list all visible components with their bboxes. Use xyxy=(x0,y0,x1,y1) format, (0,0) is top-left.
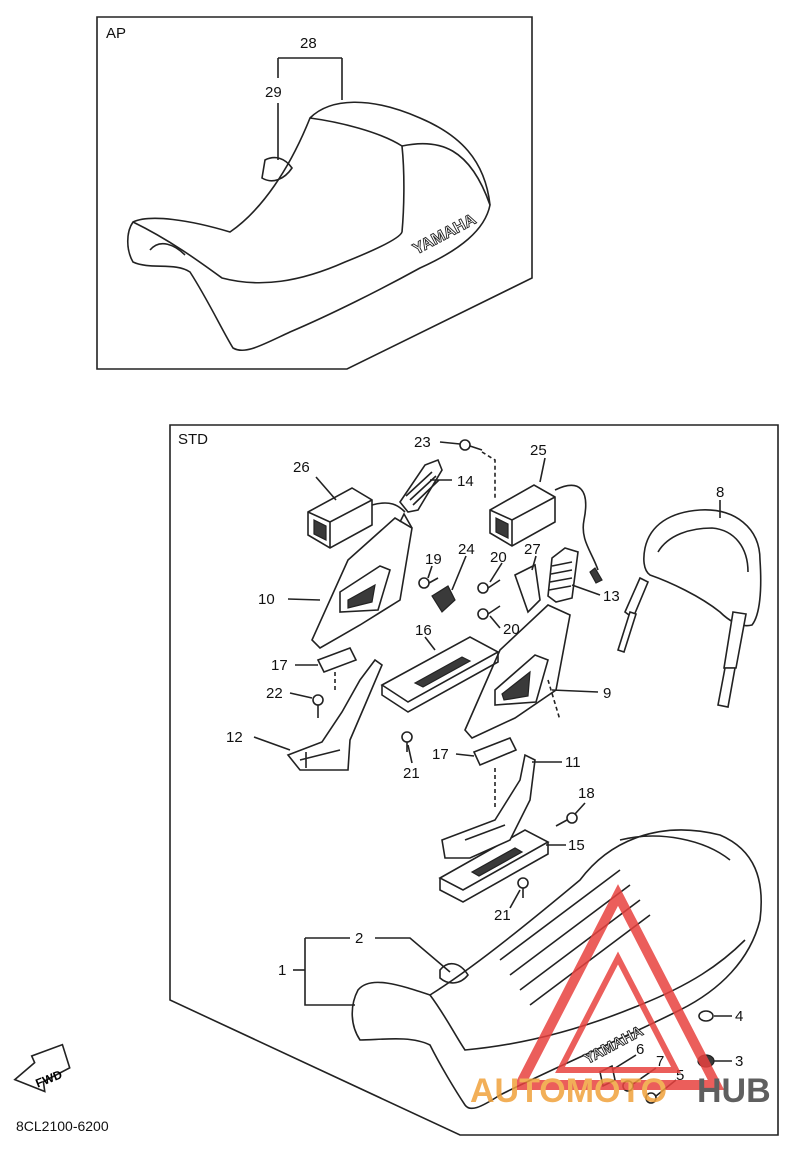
callout-10: 10 xyxy=(258,591,275,608)
leader-lines xyxy=(253,441,732,1097)
callout-28: 28 xyxy=(300,35,317,52)
watermark-text-hub: HUB xyxy=(697,1072,771,1110)
backrest-part-8 xyxy=(617,509,762,708)
callout-19: 19 xyxy=(425,551,442,568)
part-4 xyxy=(698,1010,714,1022)
part-5 xyxy=(645,1092,657,1104)
ap-seat: YAMAHA xyxy=(126,101,491,352)
callout-29: 29 xyxy=(265,84,282,101)
callout-21b: 21 xyxy=(494,907,511,924)
callout-23: 23 xyxy=(414,434,431,451)
std-panel-tag: STD xyxy=(178,431,208,448)
bracket-plate-10 xyxy=(311,512,413,649)
callout-25: 25 xyxy=(530,442,547,459)
callout-27: 27 xyxy=(524,541,541,558)
callout-8: 8 xyxy=(716,484,724,501)
callout-18: 18 xyxy=(578,785,595,802)
bolts xyxy=(312,439,578,898)
bracket-part-27 xyxy=(514,563,541,614)
callout-7: 7 xyxy=(656,1053,664,1070)
callout-24: 24 xyxy=(458,541,475,558)
callout-6: 6 xyxy=(636,1041,644,1058)
ap-panel-tag: AP xyxy=(106,25,126,42)
clamp-part-24 xyxy=(431,585,456,613)
bracket-part-12 xyxy=(286,658,383,771)
strap-part-14 xyxy=(399,458,443,513)
callout-17b: 17 xyxy=(432,746,449,763)
callout-9: 9 xyxy=(603,685,611,702)
callout-4: 4 xyxy=(735,1008,743,1025)
callout-2: 2 xyxy=(355,930,363,947)
watermark-text-main: AUTOMOTO xyxy=(470,1072,667,1110)
callout-3: 3 xyxy=(735,1053,743,1070)
box-part-25 xyxy=(489,484,603,584)
assembly-lines xyxy=(334,451,561,810)
callout-14: 14 xyxy=(457,473,474,490)
diagram-code: 8CL2100-6200 xyxy=(16,1118,109,1134)
callout-20b: 20 xyxy=(503,621,520,638)
callout-26: 26 xyxy=(293,459,310,476)
std-seat: YAMAHA xyxy=(351,829,762,1110)
pad-part-17b xyxy=(472,736,518,767)
callout-21a: 21 xyxy=(403,765,420,782)
ap-panel: AP YAMAHA 28 29 xyxy=(96,16,533,370)
callout-17a: 17 xyxy=(271,657,288,674)
fwd-arrow: FWD xyxy=(13,1043,71,1093)
box-part-26 xyxy=(307,487,406,549)
callout-13: 13 xyxy=(603,588,620,605)
callout-11: 11 xyxy=(565,754,581,771)
callout-16: 16 xyxy=(415,622,432,639)
ap-panel-frame xyxy=(96,16,533,370)
strap-part-13 xyxy=(547,547,579,603)
callout-22: 22 xyxy=(266,685,283,702)
plate-part-16 xyxy=(380,636,500,713)
watermark-triangle-icon xyxy=(511,884,725,1090)
callout-15: 15 xyxy=(568,837,585,854)
callout-5: 5 xyxy=(676,1067,684,1084)
std-panel-frame xyxy=(169,424,779,1136)
plate-part-15 xyxy=(438,829,550,903)
bracket-part-11 xyxy=(441,753,536,859)
watermark: AUTOMOTO HUB xyxy=(470,884,771,1110)
callout-20a: 20 xyxy=(490,549,507,566)
callout-1: 1 xyxy=(278,962,286,979)
callout-12: 12 xyxy=(226,729,243,746)
bracket-plate-9 xyxy=(464,604,571,739)
pad-part-17a xyxy=(316,646,358,674)
